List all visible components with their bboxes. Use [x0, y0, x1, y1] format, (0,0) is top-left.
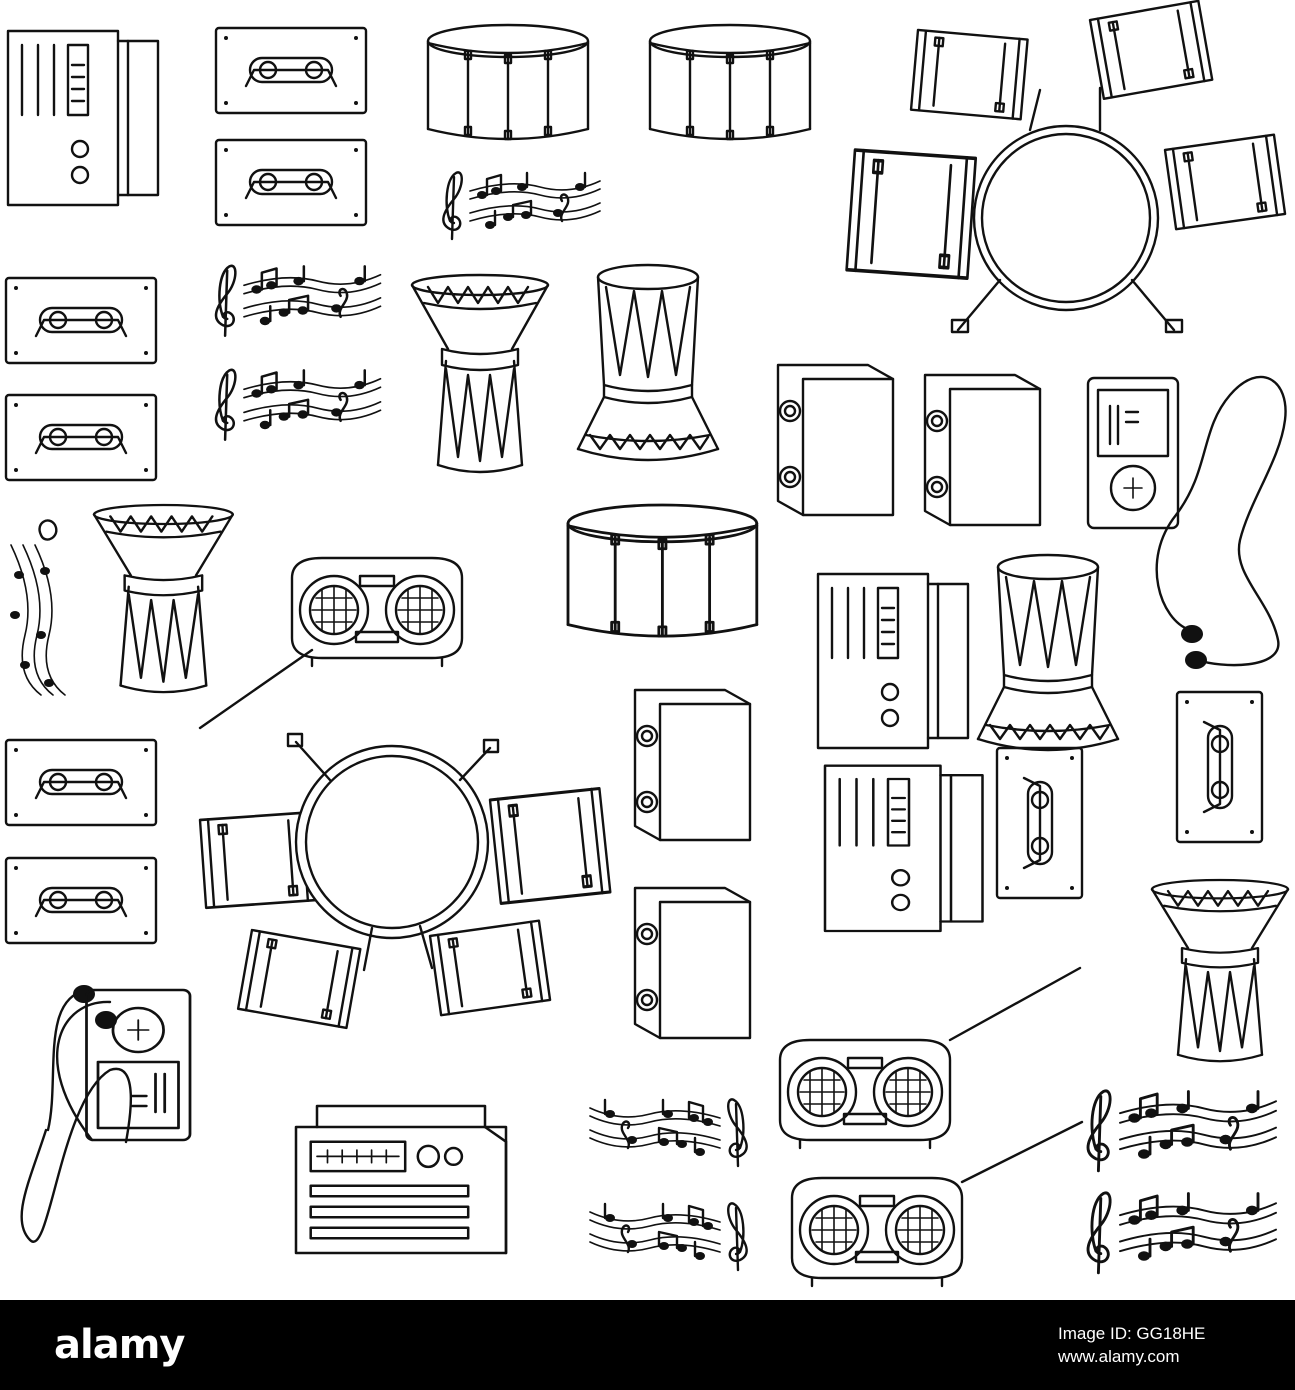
music-notes-icon — [442, 171, 602, 241]
snare-drum-icon — [566, 503, 759, 638]
music-doodle-illustration — [4, 0, 1290, 1288]
alamy-logo: alamy — [54, 1322, 185, 1368]
speaker-icon — [923, 373, 1042, 527]
drum-kit-icon — [844, 0, 1287, 334]
cassette-tape-icon — [4, 276, 158, 365]
djembe-drum-icon — [1150, 878, 1290, 1063]
snare-drum-icon — [648, 23, 812, 141]
cassette-tape-icon — [995, 746, 1084, 900]
cassette-tape-icon — [214, 26, 368, 115]
music-notes-icon — [588, 1098, 748, 1168]
djembe-drum-icon — [410, 273, 550, 474]
music-notes-icon — [214, 264, 382, 337]
mp3-player-icon — [1086, 376, 1180, 530]
cassette-tape-icon — [4, 856, 158, 945]
drum-kit-icon — [198, 732, 612, 1030]
radio-icon — [816, 572, 970, 750]
cassette-tape-icon — [1175, 690, 1264, 844]
music-notes-icon — [10, 519, 66, 696]
cassette-tape-icon — [4, 393, 158, 482]
snare-drum-icon — [426, 23, 590, 141]
music-notes-icon — [214, 368, 382, 441]
earphones-icon — [20, 985, 133, 1243]
image-id-label: Image ID: GG18HE — [1058, 1324, 1206, 1343]
earphones-icon — [1155, 375, 1287, 669]
boombox-icon — [778, 966, 1082, 1150]
radio-icon — [6, 29, 160, 207]
music-notes-icon — [1086, 1089, 1278, 1173]
boombox-icon — [198, 556, 464, 730]
cassette-tape-icon — [4, 738, 158, 827]
music-notes-icon — [1086, 1191, 1278, 1275]
radio-icon — [294, 1104, 508, 1255]
speaker-icon — [633, 688, 752, 842]
speaker-icon — [633, 886, 752, 1040]
music-notes-icon — [588, 1202, 748, 1272]
image-id-block: Image ID: GG18HE www.alamy.com — [1058, 1300, 1205, 1367]
cassette-tape-icon — [214, 138, 368, 227]
boombox-icon — [790, 1120, 1084, 1288]
watermark-url: www.alamy.com — [1058, 1347, 1180, 1366]
djembe-drum-icon — [576, 263, 720, 462]
djembe-drum-icon — [92, 503, 234, 694]
djembe-drum-icon — [976, 553, 1120, 752]
watermark-bar: alamy Image ID: GG18HE www.alamy.com — [0, 1300, 1295, 1390]
speaker-icon — [776, 363, 895, 517]
radio-icon — [823, 764, 984, 933]
